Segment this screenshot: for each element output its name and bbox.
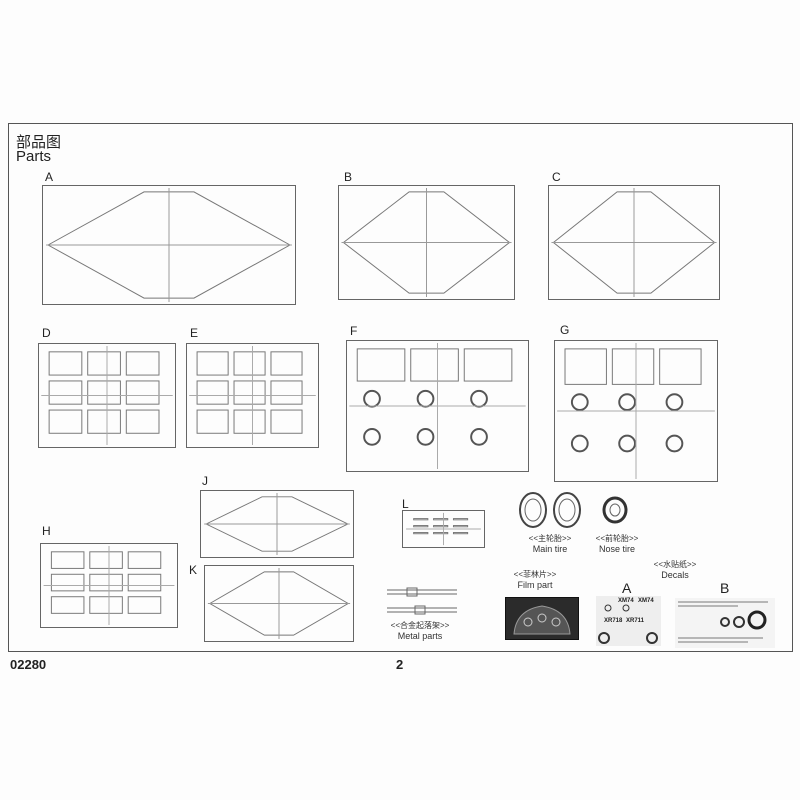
- sprue-drawing: [189, 345, 316, 446]
- sprue-label-b: B: [344, 170, 353, 184]
- decal-serial: XR711: [626, 618, 645, 624]
- sprue-j: [200, 490, 354, 558]
- sprue-label-e: E: [190, 326, 199, 340]
- sprue-label-c: C: [552, 170, 561, 184]
- sprue-label-h: H: [42, 524, 51, 538]
- decal-sheet-a-label: A: [622, 580, 632, 596]
- page-number: 2: [396, 657, 404, 672]
- product-code: 02280: [10, 657, 47, 672]
- page-frame: [8, 123, 793, 652]
- nose-tire-caption-cn: <<前轮胎>>: [595, 534, 639, 543]
- sprue-a: [42, 185, 296, 305]
- sprue-drawing: [551, 187, 717, 298]
- nose-tire-caption: <<前轮胎>>Nose tire: [577, 534, 657, 554]
- main-tire-caption-en: Main tire: [532, 544, 568, 554]
- main-tire-caption: <<主轮胎>>Main tire: [510, 534, 590, 554]
- decal-serial: XM74: [638, 598, 654, 604]
- film-caption-cn: <<菲林片>>: [513, 570, 557, 579]
- sprue-drawing: [341, 187, 512, 298]
- decal-serial: XM74: [618, 598, 634, 604]
- metal-parts-drawing: [387, 587, 457, 615]
- decals-caption-en: Decals: [661, 570, 689, 580]
- sprue-b: [338, 185, 515, 300]
- sprue-label-l: L: [402, 497, 409, 511]
- decals-caption-cn: <<水贴纸>>: [653, 560, 697, 569]
- film-part-instrument-panel: [505, 597, 579, 640]
- decal-sheet-b: [675, 598, 775, 648]
- sprue-label-k: K: [189, 563, 198, 577]
- sprue-drawing: [406, 512, 481, 546]
- sprue-l: [402, 510, 485, 548]
- sprue-label-f: F: [350, 324, 358, 338]
- sprue-h: [40, 543, 178, 628]
- sprue-label-g: G: [560, 323, 570, 337]
- metal-caption: <<合金起落架>>Metal parts: [380, 621, 460, 641]
- sprue-drawing: [43, 545, 175, 626]
- sprue-g: [554, 340, 718, 482]
- sprue-drawing: [557, 342, 715, 480]
- sprue-c: [548, 185, 720, 300]
- sprue-drawing: [349, 342, 526, 470]
- sprue-drawing: [204, 492, 350, 556]
- film-caption: <<菲林片>>Film part: [495, 570, 575, 590]
- sprue-label-j: J: [202, 474, 208, 488]
- metal-caption-cn: <<合金起落架>>: [390, 621, 450, 630]
- film-caption-en: Film part: [517, 580, 553, 590]
- sprue-e: [186, 343, 319, 448]
- title-en: Parts: [16, 148, 52, 165]
- sprue-d: [38, 343, 176, 448]
- title-cn: 部品图: [16, 134, 62, 151]
- decal-sheet-b-label: B: [720, 580, 730, 596]
- sprue-k: [204, 565, 354, 642]
- sprue-drawing: [46, 187, 292, 303]
- sprue-label-a: A: [45, 170, 54, 184]
- main-tire-caption-cn: <<主轮胎>>: [528, 534, 572, 543]
- metal-caption-en: Metal parts: [397, 631, 443, 641]
- main-tire-icon: [519, 492, 581, 528]
- sprue-label-d: D: [42, 326, 51, 340]
- nose-tire-icon: [602, 496, 628, 524]
- sprue-drawing: [41, 345, 173, 446]
- sprue-drawing: [207, 567, 351, 640]
- nose-tire-caption-en: Nose tire: [598, 544, 635, 554]
- decal-serial: XR718: [604, 618, 623, 624]
- sprue-f: [346, 340, 529, 472]
- decals-caption: <<水贴纸>>Decals: [635, 560, 715, 580]
